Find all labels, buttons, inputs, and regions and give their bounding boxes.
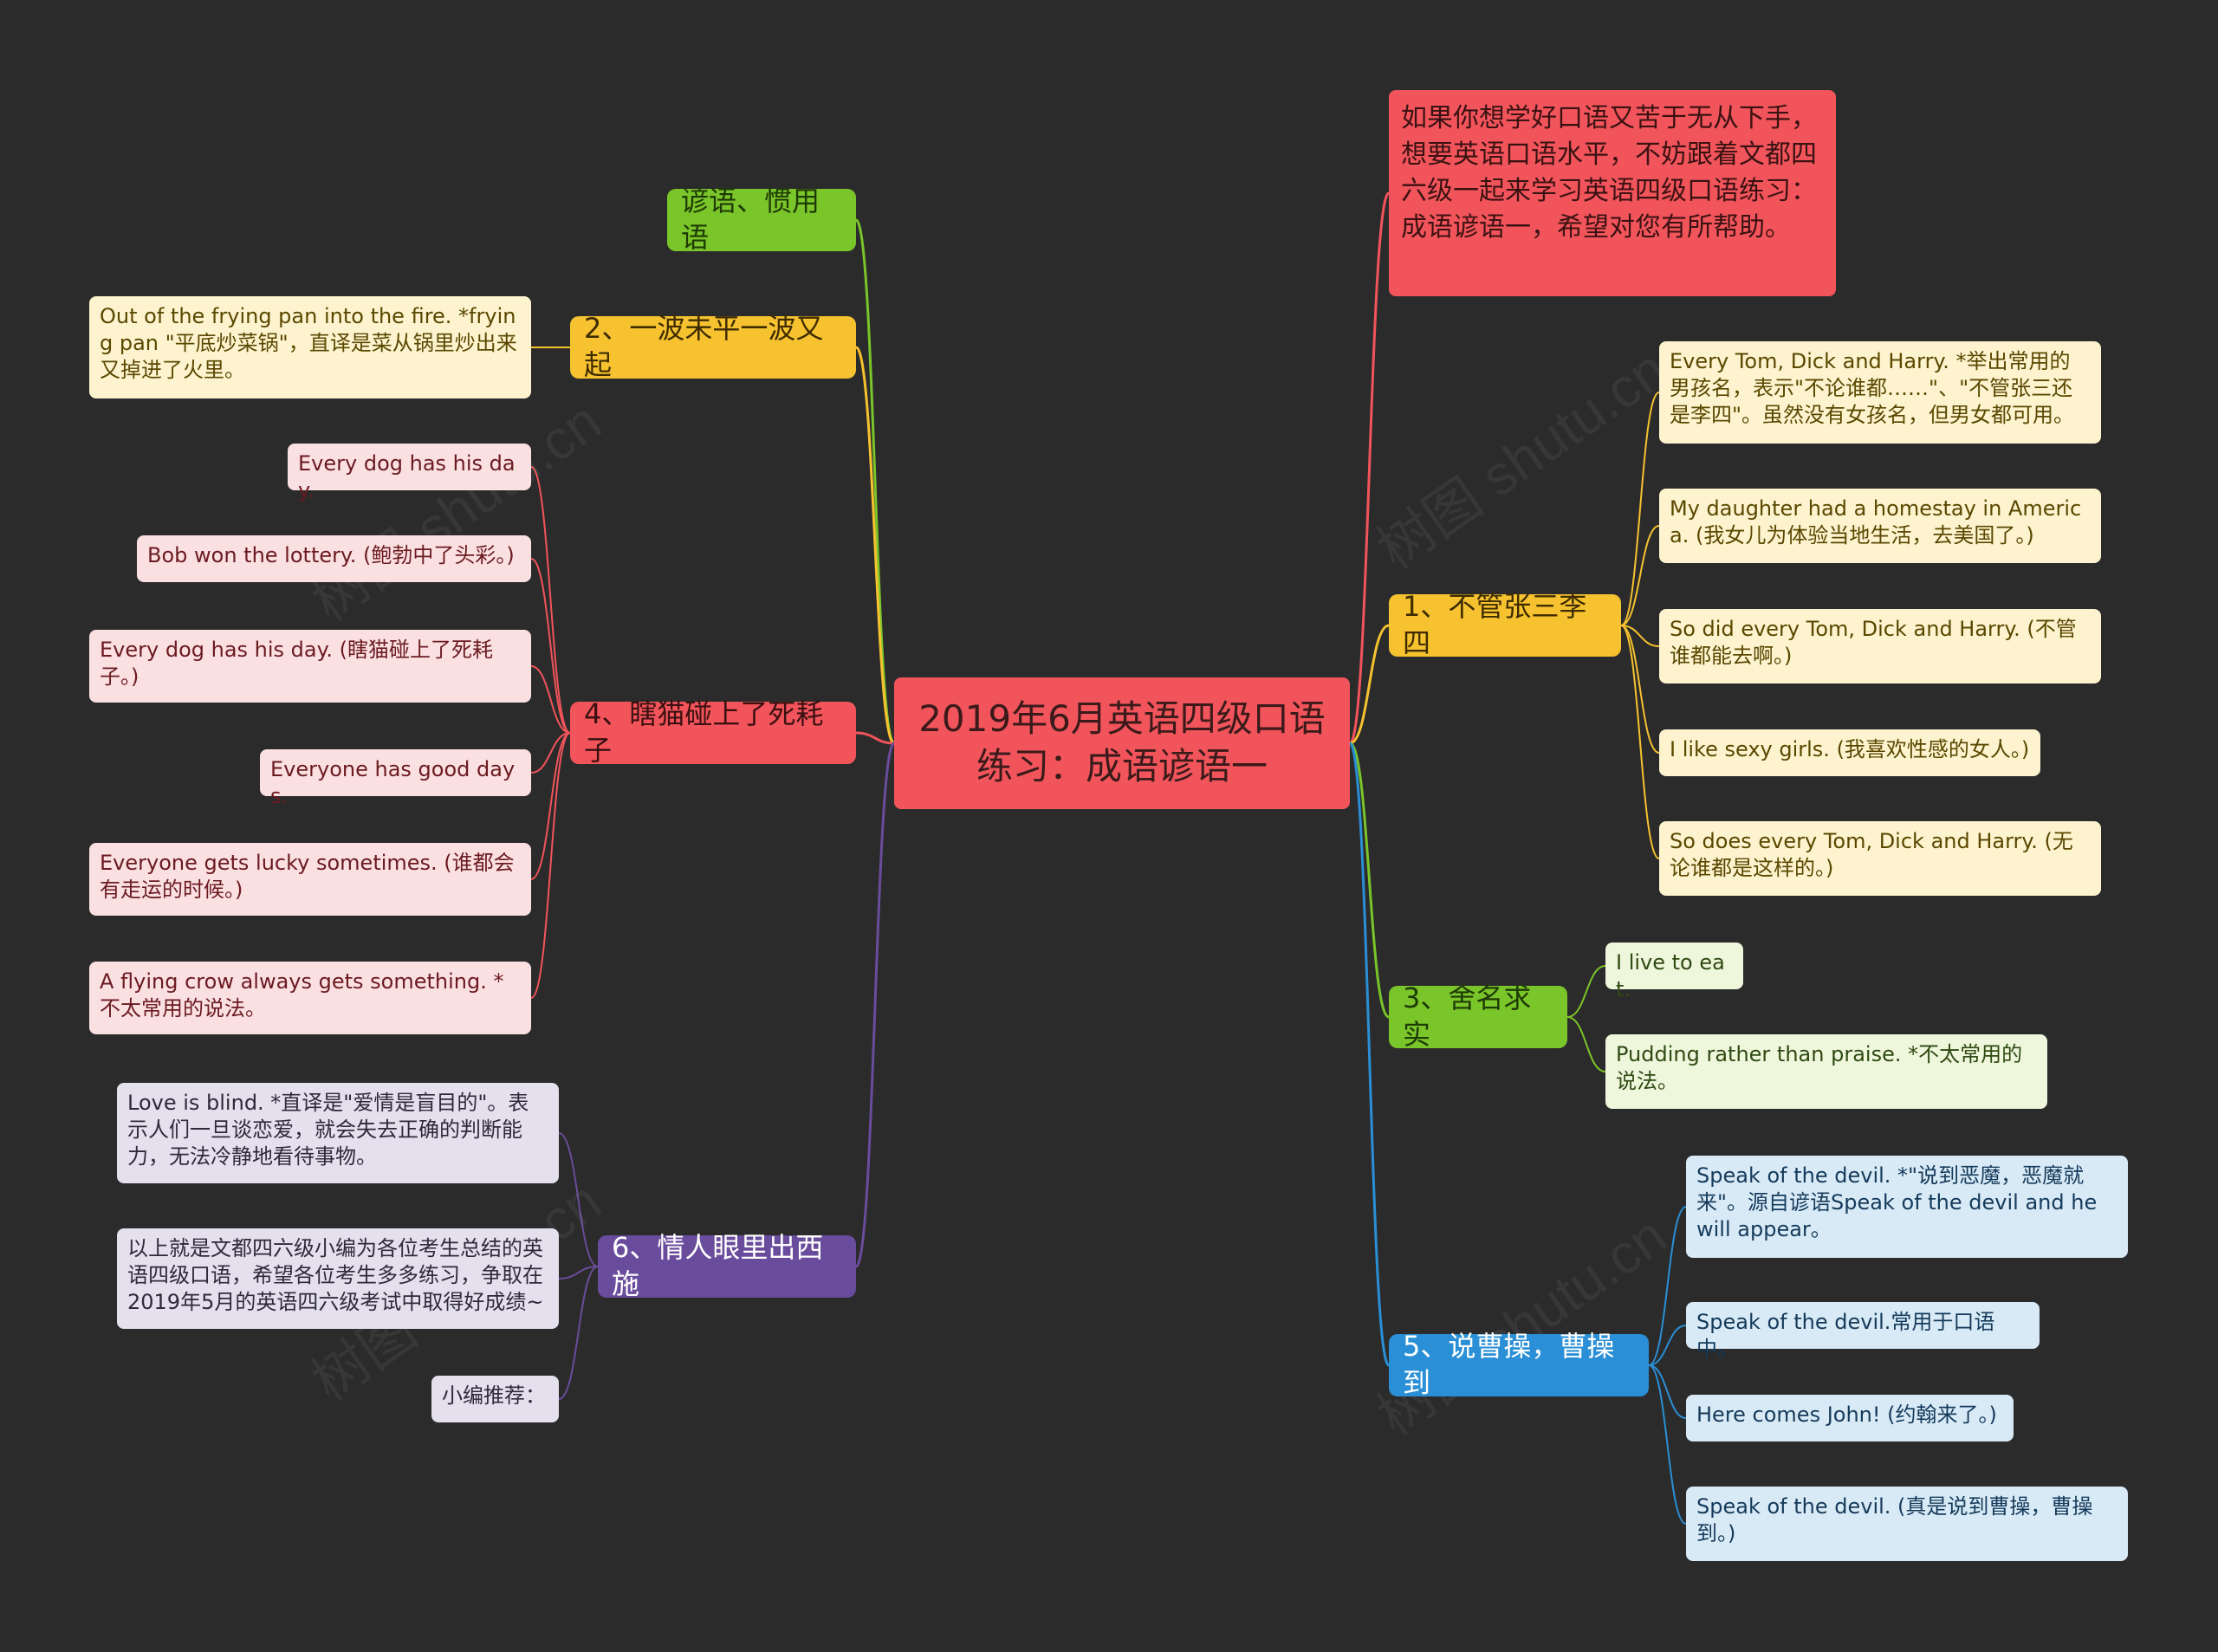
leaf-homestay[interactable]: My daughter had a homestay in America. (… bbox=[1659, 489, 2101, 563]
leaf-sexy-girls[interactable]: I like sexy girls. (我喜欢性感的女人。) bbox=[1659, 729, 2040, 776]
leaf-speak-devil-1[interactable]: Speak of the devil. *"说到恶魔，恶魔就来"。源自谚语Spe… bbox=[1686, 1156, 2128, 1258]
branch-3-substance[interactable]: 3、舍名求实 bbox=[1389, 981, 1567, 1051]
connector-n-b6-2 bbox=[558, 1266, 599, 1400]
connector-n-b6-1 bbox=[558, 1266, 599, 1279]
leaf-every-dog-2[interactable]: Every dog has his day. (瞎猫碰上了死耗子。) bbox=[89, 630, 531, 703]
leaf-speak-devil-2[interactable]: Speak of the devil.常用于口语中。 bbox=[1686, 1302, 2040, 1361]
connector-n-intro bbox=[1348, 191, 1391, 745]
leaf-bob-lottery[interactable]: Bob won the lottery. (鲍勃中了头彩。) bbox=[137, 535, 531, 582]
connector-n-b1-3 bbox=[1620, 625, 1660, 754]
branch-5-speak-devil[interactable]: 5、说曹操，曹操到 bbox=[1389, 1330, 1649, 1399]
leaf-speak-devil-3[interactable]: Speak of the devil. (真是说到曹操，曹操到。) bbox=[1686, 1487, 2128, 1561]
connector-n-b5-2 bbox=[1648, 1364, 1687, 1419]
connector-n-b1-1 bbox=[1620, 525, 1660, 626]
connector-n-b4 bbox=[855, 731, 895, 745]
leaf-every-dog-1[interactable]: Every dog has his day. bbox=[288, 444, 531, 502]
connector-n-b3-0 bbox=[1566, 965, 1606, 1018]
connector-n-b3 bbox=[1349, 742, 1390, 1019]
branch-1-every-tom[interactable]: 1、不管张三李四 bbox=[1389, 590, 1621, 659]
connector-n-b4-1 bbox=[530, 558, 571, 734]
connector-n-b4-4 bbox=[530, 732, 571, 880]
intro-note[interactable]: 如果你想学好口语又苦于无从下手，想要英语口语水平，不妨跟着文都四六级一起来学习英… bbox=[1389, 90, 1836, 296]
leaf-so-does[interactable]: So does every Tom, Dick and Harry. (无论谁都… bbox=[1659, 821, 2101, 896]
leaf-everyone-lucky[interactable]: Everyone gets lucky sometimes. (谁都会有走运的时… bbox=[89, 843, 531, 916]
leaf-frying-pan[interactable]: Out of the frying pan into the fire. *fr… bbox=[89, 296, 531, 398]
leaf-summary[interactable]: 以上就是文都四六级小编为各位考生总结的英语四级口语，希望各位考生多多练习，争取在… bbox=[117, 1228, 559, 1329]
connector-n-b4-0 bbox=[530, 466, 571, 734]
connector-n-b5-1 bbox=[1648, 1325, 1687, 1366]
leaf-live-to-eat[interactable]: I live to eat. bbox=[1605, 943, 1743, 1001]
leaf-pudding[interactable]: Pudding rather than praise. *不太常用的说法。 bbox=[1605, 1034, 2047, 1109]
connector-n-b1-2 bbox=[1620, 625, 1660, 647]
leaf-every-tom-1[interactable]: Every Tom, Dick and Harry. *举出常用的男孩名，表示"… bbox=[1659, 341, 2101, 444]
connector-n-b6-0 bbox=[558, 1132, 599, 1267]
branch-4-blind-cat[interactable]: 4、瞎猫碰上了死耗子 bbox=[570, 697, 856, 767]
connector-n-b4-3 bbox=[530, 732, 571, 774]
connector-n-b2 bbox=[854, 346, 896, 745]
root-topic[interactable]: 2019年6月英语四级口语练习：成语谚语一 bbox=[894, 677, 1350, 809]
branch-2-frying-pan[interactable]: 2、一波未平一波又起 bbox=[570, 312, 856, 381]
connector-n-b3-1 bbox=[1566, 1016, 1606, 1072]
connector-n-b4-5 bbox=[530, 732, 571, 999]
connector-n-b1-0 bbox=[1620, 392, 1660, 626]
branch-6-love-blind[interactable]: 6、情人眼里出西施 bbox=[598, 1231, 856, 1300]
connector-n-b5-0 bbox=[1648, 1206, 1687, 1366]
leaf-so-did[interactable]: So did every Tom, Dick and Harry. (不管谁都能… bbox=[1659, 609, 2101, 683]
leaf-everyone-good-days[interactable]: Everyone has good days. bbox=[260, 749, 531, 808]
leaf-here-comes-john[interactable]: Here comes John! (约翰来了。) bbox=[1686, 1395, 2014, 1441]
leaf-recommend[interactable]: 小编推荐： bbox=[431, 1376, 559, 1422]
connector-n-b4-2 bbox=[530, 665, 571, 734]
branch-proverbs[interactable]: 谚语、惯用语 bbox=[667, 185, 856, 254]
connector-n-b1 bbox=[1349, 624, 1390, 745]
connector-n-b0 bbox=[854, 218, 896, 745]
connector-n-b1-4 bbox=[1620, 625, 1660, 859]
connector-n-b6 bbox=[854, 742, 896, 1268]
connector-n-b5 bbox=[1348, 742, 1391, 1367]
leaf-love-is-blind[interactable]: Love is blind. *直译是"爱情是盲目的"。表示人们一旦谈恋爱，就会… bbox=[117, 1083, 559, 1183]
connector-n-b5-3 bbox=[1648, 1364, 1687, 1525]
leaf-flying-crow[interactable]: A flying crow always gets something. *不太… bbox=[89, 962, 531, 1034]
